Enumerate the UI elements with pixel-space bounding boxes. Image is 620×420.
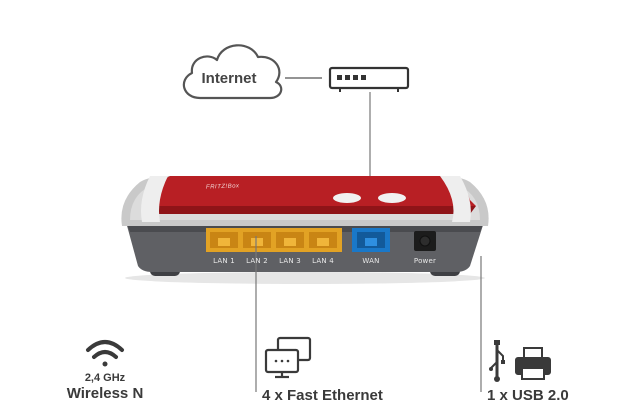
port-label-power: Power <box>413 257 437 265</box>
modem-icon <box>328 66 410 92</box>
internet-label: Internet <box>201 70 257 87</box>
port-label-lan1: LAN 1 <box>213 257 235 265</box>
router-image <box>121 176 489 284</box>
port-label-lan2: LAN 2 <box>246 257 268 265</box>
port-label-lan3: LAN 3 <box>279 257 301 265</box>
usb-icon <box>489 340 505 382</box>
wifi-icon <box>86 340 124 367</box>
wireless-standard-label: Wireless N <box>66 385 144 402</box>
port-label-wan: WAN <box>362 257 380 265</box>
printer-icon <box>515 347 551 380</box>
router-brand-logo: FRITZ!Box <box>205 183 240 191</box>
usb-label: 1 x USB 2.0 <box>487 387 569 404</box>
wireless-band-label: 2,4 GHz <box>84 372 126 384</box>
cloud-icon <box>182 44 283 100</box>
ethernet-label: 4 x Fast Ethernet <box>262 387 383 404</box>
monitors-icon <box>264 336 312 379</box>
port-label-lan4: LAN 4 <box>312 257 334 265</box>
